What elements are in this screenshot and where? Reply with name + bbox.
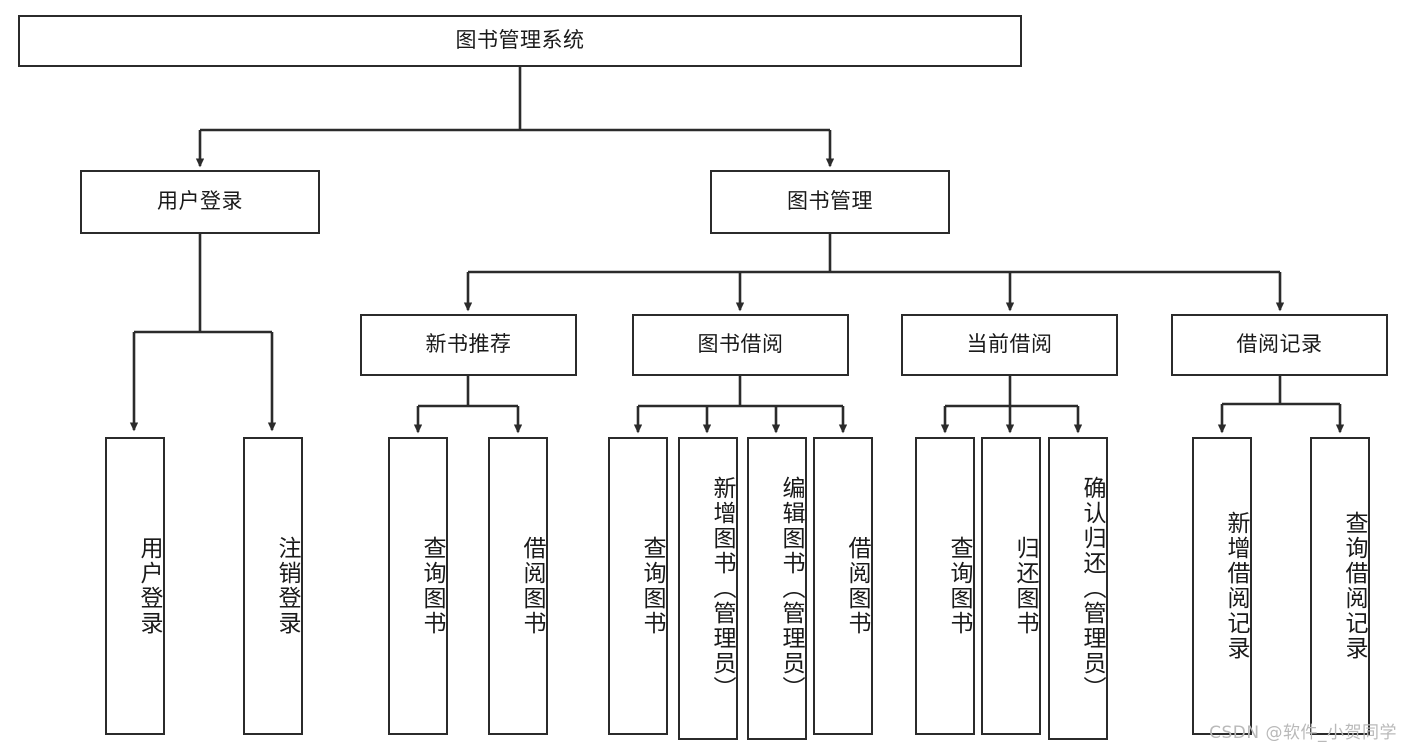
leaf-borrow-book-1-label: 借阅图书 <box>519 536 545 636</box>
leaf-logout-login[interactable]: 注销登录 <box>243 437 303 735</box>
leaf-confirm-return[interactable]: 确认归还（管理员） <box>1048 437 1108 740</box>
node-user-login-label: 用户登录 <box>157 189 243 214</box>
leaf-borrow-book-2[interactable]: 借阅图书 <box>813 437 873 735</box>
leaf-query-record[interactable]: 查询借阅记录 <box>1310 437 1370 735</box>
csdn-watermark: CSDN @软件_小贺同学 <box>1209 723 1397 743</box>
leaf-query-book-1-label: 查询图书 <box>419 536 445 636</box>
leaf-borrow-book-1[interactable]: 借阅图书 <box>488 437 548 735</box>
leaf-add-record-label: 新增借阅记录 <box>1223 511 1249 661</box>
node-borrow-record-label: 借阅记录 <box>1236 332 1323 357</box>
leaf-query-book-1[interactable]: 查询图书 <box>388 437 448 735</box>
leaf-edit-book[interactable]: 编辑图书（管理员） <box>747 437 807 740</box>
leaf-query-book-2-label: 查询图书 <box>639 536 665 636</box>
leaf-edit-book-label: 编辑图书（管理员） <box>778 476 804 701</box>
leaf-add-record[interactable]: 新增借阅记录 <box>1192 437 1252 735</box>
node-book-borrow-label: 图书借阅 <box>697 332 784 357</box>
leaf-return-book-label: 归还图书 <box>1012 536 1038 636</box>
leaf-return-book[interactable]: 归还图书 <box>981 437 1041 735</box>
leaf-add-book-label: 新增图书（管理员） <box>709 476 735 701</box>
node-current-borrow[interactable]: 当前借阅 <box>901 314 1118 376</box>
node-root[interactable]: 图书管理系统 <box>18 15 1022 67</box>
leaf-user-login[interactable]: 用户登录 <box>105 437 165 735</box>
leaf-query-record-label: 查询借阅记录 <box>1341 511 1367 661</box>
node-book-borrow[interactable]: 图书借阅 <box>632 314 849 376</box>
leaf-confirm-return-label: 确认归还（管理员） <box>1079 476 1105 701</box>
node-new-book-rec-label: 新书推荐 <box>425 332 512 357</box>
node-borrow-record[interactable]: 借阅记录 <box>1171 314 1388 376</box>
leaf-borrow-book-2-label: 借阅图书 <box>844 536 870 636</box>
leaf-logout-login-label: 注销登录 <box>274 536 300 636</box>
leaf-add-book[interactable]: 新增图书（管理员） <box>678 437 738 740</box>
node-book-manage[interactable]: 图书管理 <box>710 170 950 234</box>
leaf-user-login-label: 用户登录 <box>136 536 162 636</box>
node-new-book-rec[interactable]: 新书推荐 <box>360 314 577 376</box>
leaf-query-book-2[interactable]: 查询图书 <box>608 437 668 735</box>
node-root-label: 图书管理系统 <box>455 28 585 53</box>
node-user-login[interactable]: 用户登录 <box>80 170 320 234</box>
node-book-manage-label: 图书管理 <box>787 189 873 214</box>
leaf-query-book-3[interactable]: 查询图书 <box>915 437 975 735</box>
node-current-borrow-label: 当前借阅 <box>966 332 1053 357</box>
leaf-query-book-3-label: 查询图书 <box>946 536 972 636</box>
